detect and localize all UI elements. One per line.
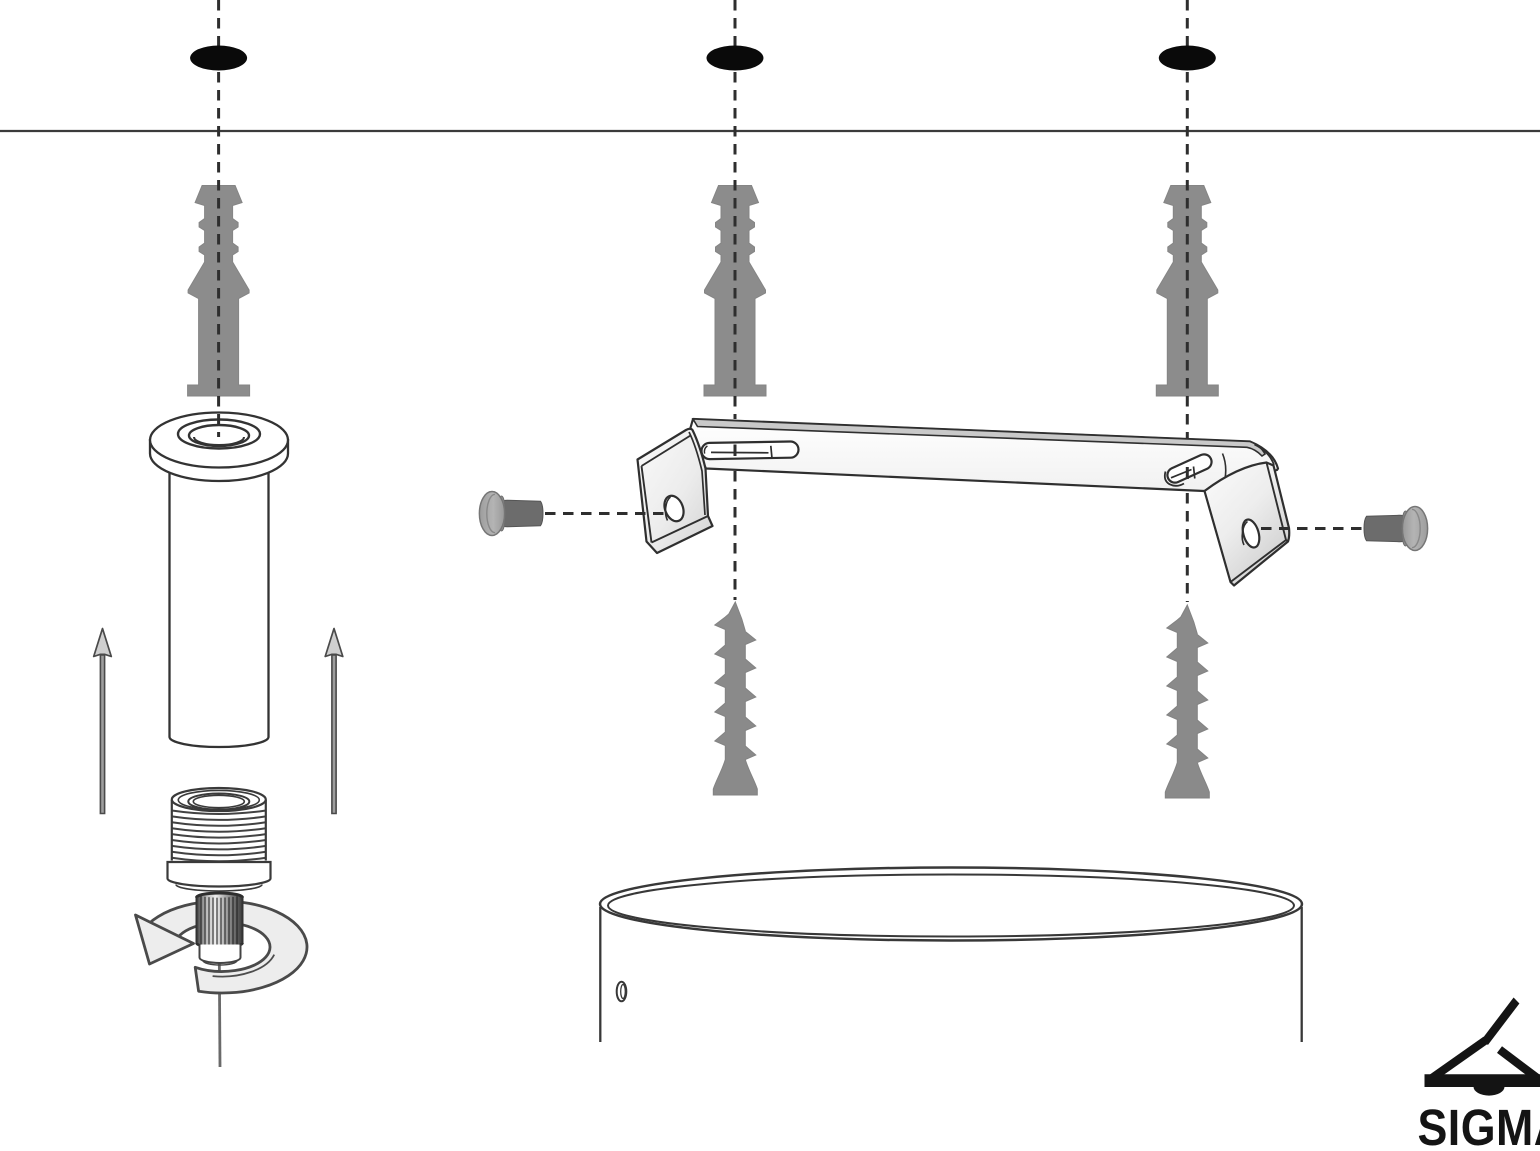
- bracket-leg-left: [636, 427, 714, 555]
- drill-hole: [190, 45, 248, 71]
- slot-dashes: [733, 444, 1189, 602]
- detail-line: [171, 850, 266, 857]
- bracket-slot-left: [700, 440, 800, 461]
- logo-text: SIGMA: [1418, 1099, 1540, 1151]
- bracket-leg-right: [1203, 461, 1291, 587]
- detail-line: [700, 440, 800, 461]
- detail-line: [175, 884, 263, 892]
- rotation-arrow: [134, 899, 309, 995]
- detail-line: [1229, 462, 1289, 583]
- detail-line: [620, 983, 626, 1000]
- detail-line: [170, 800, 267, 861]
- canopy-side-hole: [615, 980, 628, 1003]
- detail-line: [193, 436, 245, 446]
- detail-line: [171, 827, 266, 833]
- detail-line: [171, 815, 266, 821]
- drill-hole: [1158, 45, 1216, 71]
- bracket-hole-right: [1241, 518, 1261, 549]
- rotation-arrow-inner-edge: [212, 954, 276, 978]
- thread-lines: [171, 809, 266, 863]
- center-dashed-lines: [217, 0, 1189, 438]
- detail-line: [1241, 520, 1249, 546]
- mounting-bracket: [636, 417, 1291, 587]
- detail-line: [171, 839, 266, 845]
- canopy-rim: [598, 866, 1304, 942]
- detail-line: [171, 821, 266, 827]
- detail-line: [202, 960, 238, 966]
- detail-line: [710, 445, 773, 459]
- threaded-nipple: [166, 786, 272, 1068]
- knurled-lock-nut: [195, 891, 244, 966]
- detail-line: [1163, 471, 1185, 487]
- detail-line: [171, 800, 266, 861]
- brand-logo: SIGMA: [1418, 997, 1540, 1151]
- detail-line: [1426, 1036, 1489, 1084]
- detail-line: [1482, 997, 1520, 1045]
- canopy: [598, 866, 1304, 1042]
- detail-line: [195, 891, 244, 899]
- detail-line: [1424, 1074, 1540, 1087]
- machine-screws-group: [478, 490, 1429, 552]
- detail-line: [688, 431, 706, 516]
- nipple-collar: [166, 860, 272, 888]
- canopy-rim-inner: [607, 873, 1295, 938]
- ceiling-tube: [148, 411, 290, 749]
- detail-line: [192, 794, 246, 809]
- detail-line: [171, 833, 266, 839]
- knurl-stripes: [200, 896, 238, 947]
- nut-sleeve: [198, 944, 242, 964]
- detail-group: [700, 440, 800, 461]
- ceiling-drill-holes: [190, 45, 1216, 71]
- detail-line: [1473, 1086, 1505, 1096]
- drill-hole: [706, 45, 764, 71]
- logo-mark: [1424, 997, 1540, 1096]
- detail-line: [195, 892, 244, 949]
- detail-line: [664, 496, 672, 521]
- detail-line: [640, 434, 709, 544]
- detail-line: [171, 809, 266, 815]
- rotation-arrow-head: [134, 913, 195, 966]
- detail-line: [171, 844, 266, 851]
- detail-line: [1254, 443, 1275, 466]
- detail-line: [168, 453, 270, 749]
- detail-line: [703, 445, 708, 454]
